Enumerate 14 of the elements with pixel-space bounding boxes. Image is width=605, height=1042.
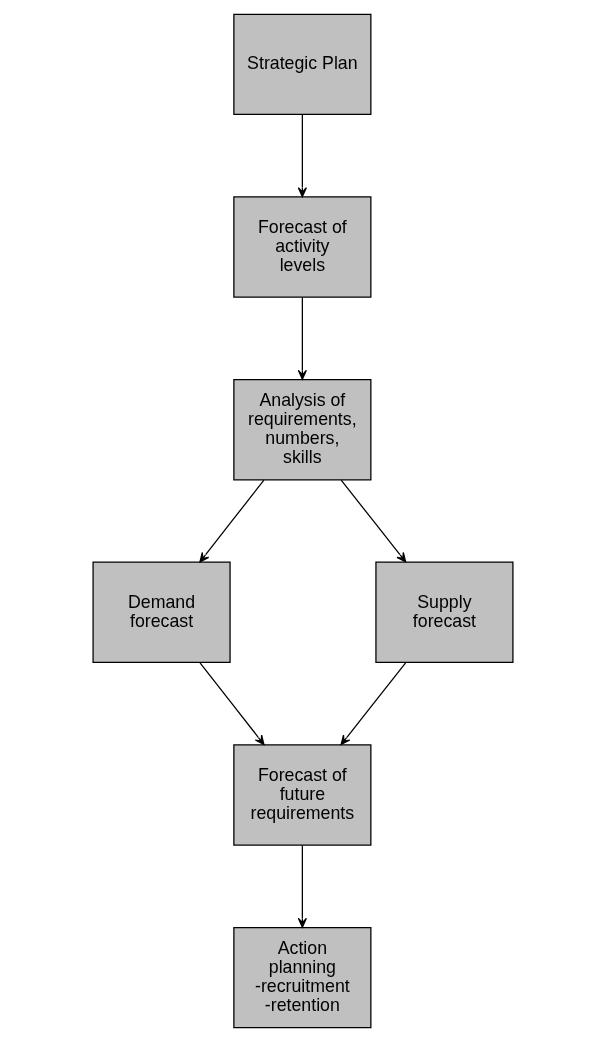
arrow xyxy=(297,296,307,380)
node-box: Analysis of requirements, numbers, skills xyxy=(232,378,371,481)
node-box: Supply forecast xyxy=(374,561,514,664)
node-box: Strategic Plan xyxy=(232,13,371,116)
arrow xyxy=(340,479,406,563)
node-box: Demand forecast xyxy=(91,561,231,664)
node-box: Action planning -recruitment -retention xyxy=(232,926,371,1029)
arrow xyxy=(198,479,265,563)
arrow xyxy=(340,662,406,746)
arrow xyxy=(297,844,307,928)
arrow xyxy=(297,114,307,198)
node-box: Forecast of future requirements xyxy=(232,744,371,846)
node-box: Forecast of activity levels xyxy=(232,196,371,298)
arrow xyxy=(198,662,265,746)
